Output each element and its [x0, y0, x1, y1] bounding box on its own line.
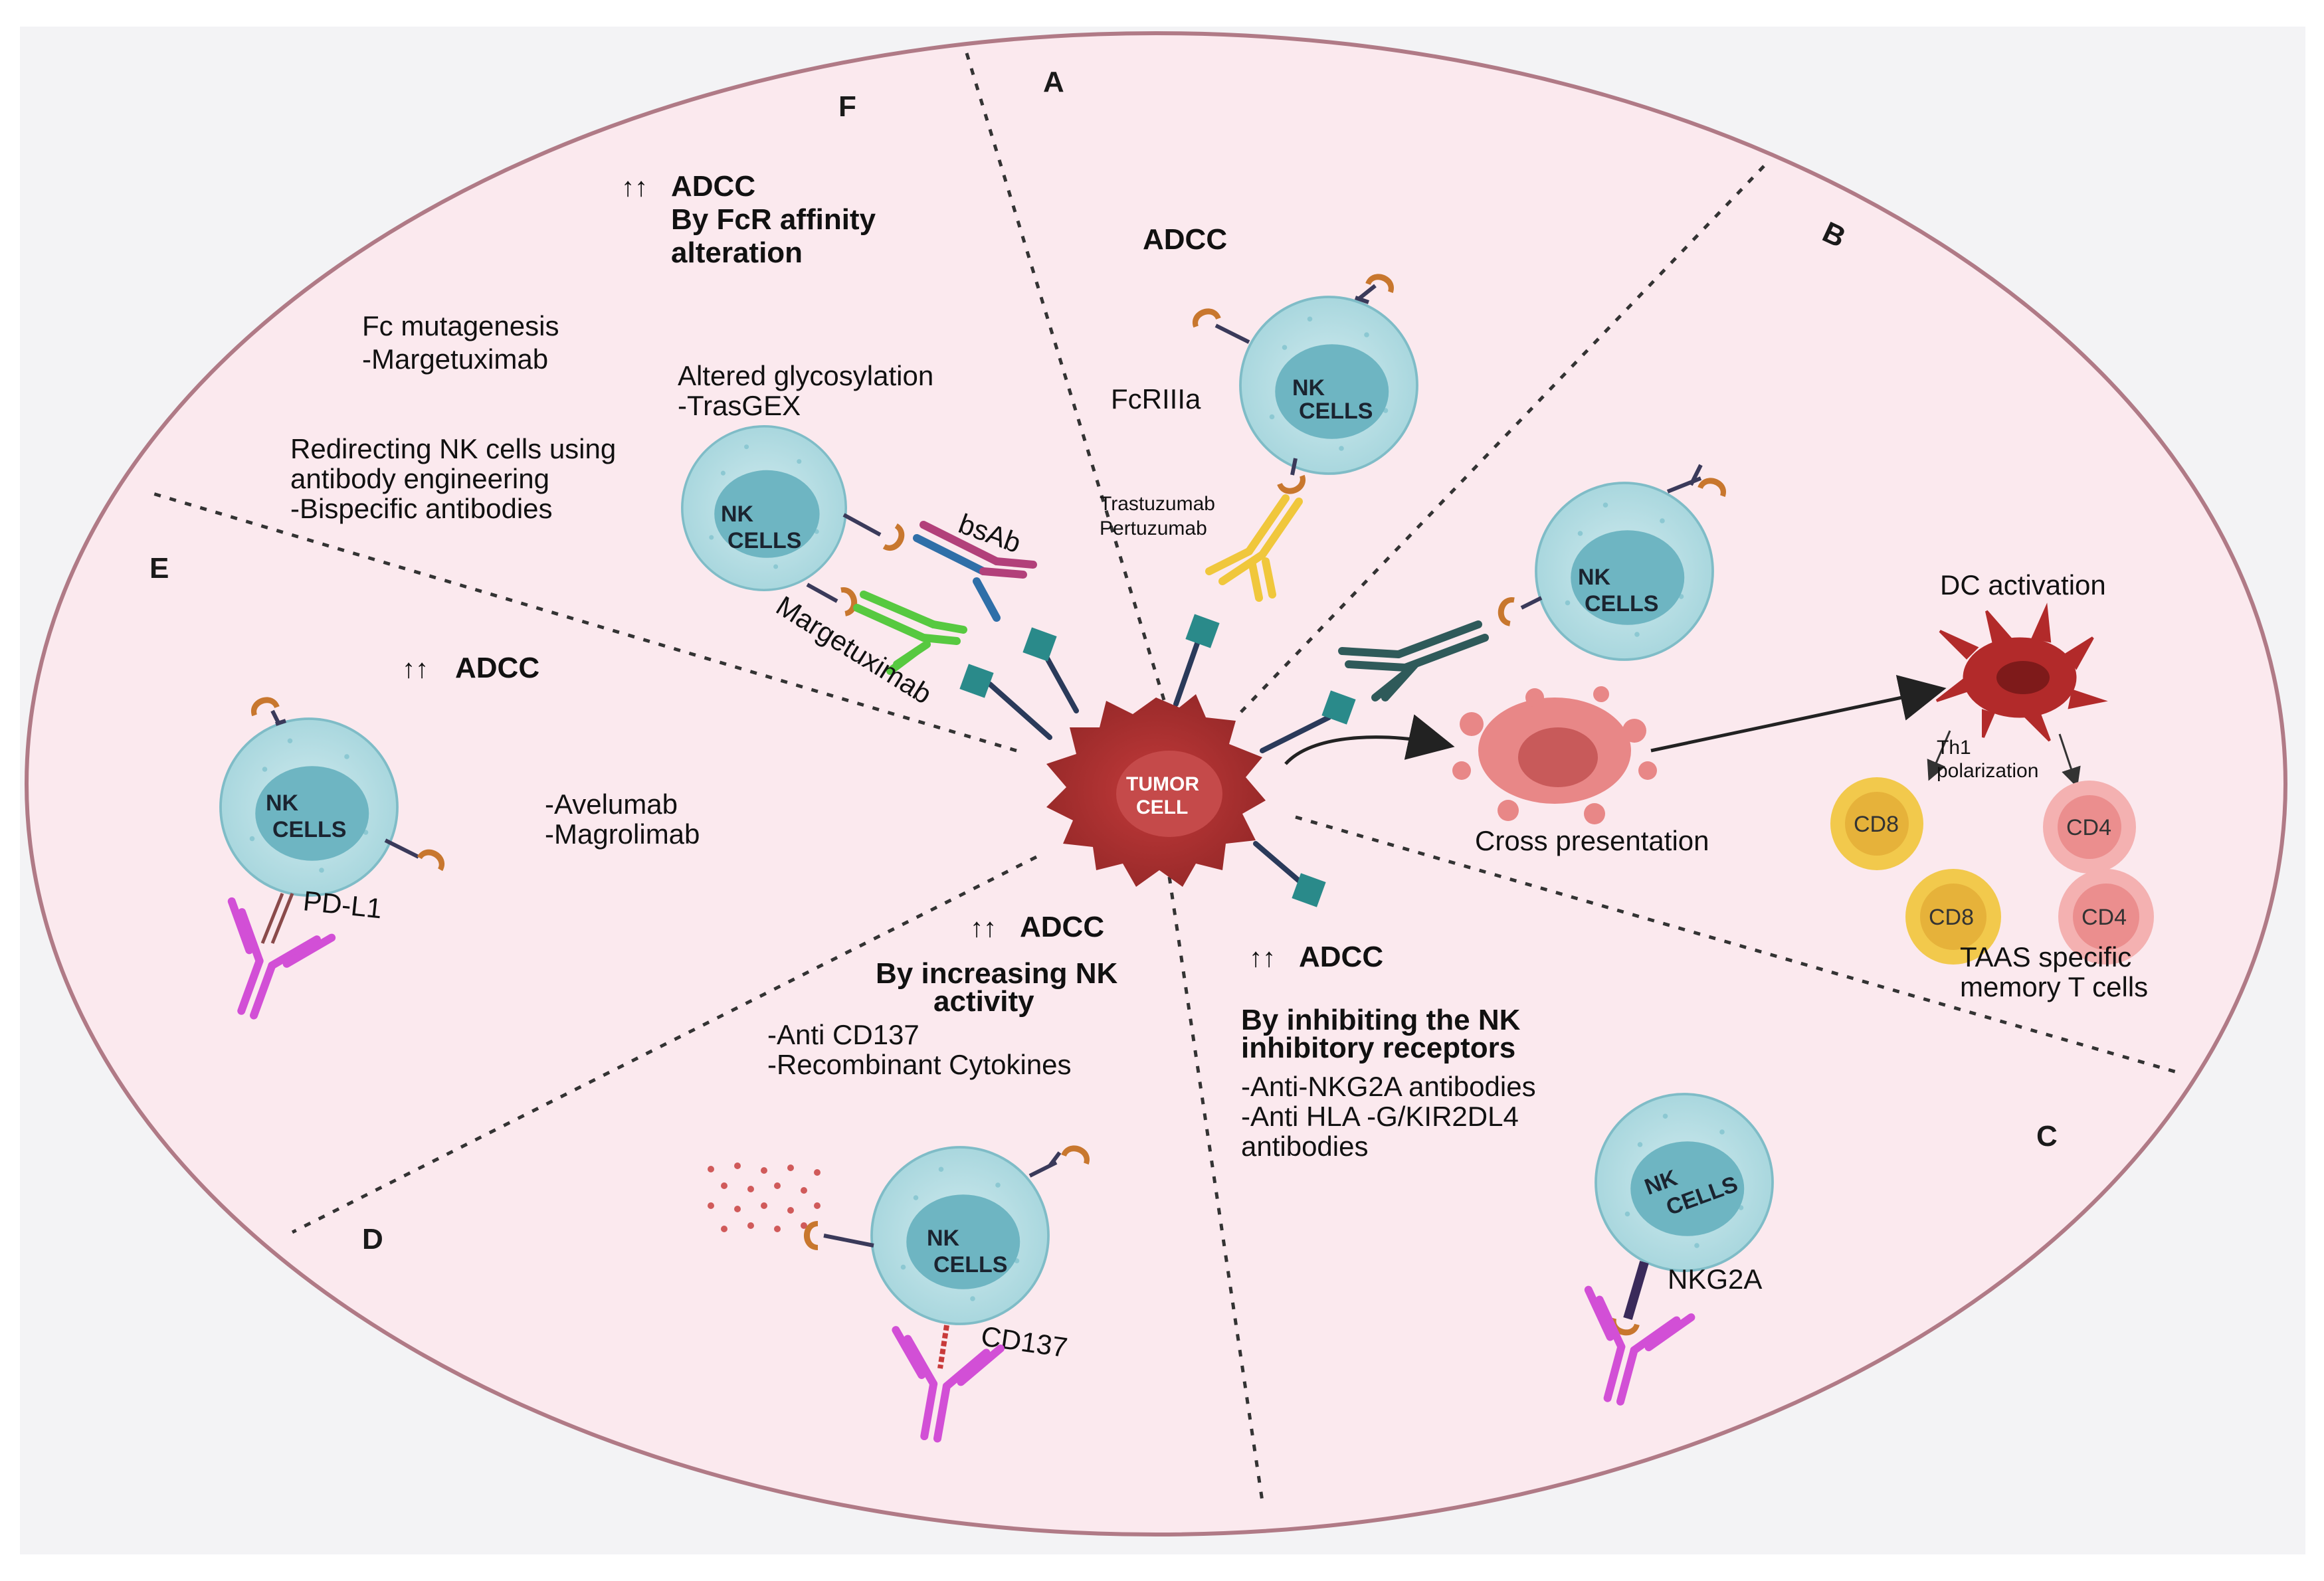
section-c-item-1: -Anti-NKG2A antibodies [1241, 1071, 1536, 1102]
nk-cell-b-label-2: CELLS [1585, 591, 1658, 616]
memory-t-label-1: TAAS specific [1960, 941, 2131, 973]
cd8-label-2: CD8 [1929, 905, 1974, 930]
section-c-arrows: ↑↑ [1249, 943, 1276, 973]
section-c-title: ADCC [1299, 941, 1383, 973]
section-label-e: E [149, 552, 169, 585]
section-f-arrows: ↑↑ [621, 173, 648, 202]
section-dividers [145, 52, 2180, 1502]
nk-cell-d-label-1: NK [927, 1226, 960, 1251]
memory-t-label-2: memory T cells [1960, 971, 2148, 1002]
nk-cell-f [681, 425, 847, 591]
cross-presentation-cell [1452, 686, 1657, 824]
section-d-item-2: -Recombinant Cytokines [767, 1049, 1072, 1080]
nk-cell-d-label-2: CELLS [933, 1252, 1007, 1277]
section-c-item-2: -Anti HLA -G/KIR2DL4 [1241, 1101, 1519, 1132]
cd8-cell-2 [1905, 869, 2001, 965]
nk-cell-d [870, 1146, 1050, 1325]
section-c-item-2b: antibodies [1241, 1131, 1368, 1162]
nkg2a-stalk [1623, 1261, 1649, 1320]
cd4-cell-2 [2058, 869, 2154, 965]
section-label-d: D [362, 1223, 383, 1256]
pd-l1-stalk [260, 893, 294, 944]
nk-cell-c [1595, 1093, 1774, 1272]
dark-antibody-b [1338, 620, 1489, 701]
section-f-title: ADCC [671, 170, 755, 203]
th1-label-2: polarization [1937, 760, 2038, 782]
section-label-a: A [1043, 66, 1064, 98]
section-label-f: F [838, 90, 856, 123]
section-c-subtitle-1: By inhibiting the NK [1241, 1004, 1521, 1036]
cd4-label-1: CD4 [2066, 815, 2111, 840]
cd4-cell-1 [2043, 781, 2136, 874]
section-e-title: ADCC [455, 652, 539, 684]
bispecific-antibody [913, 521, 1037, 622]
antigens [959, 614, 1356, 907]
section-f-fc-2: -Margetuximab [362, 343, 548, 375]
section-d-item-1: -Anti CD137 [767, 1019, 920, 1050]
arrow-tumor-to-cross [1284, 714, 1455, 765]
section-f-redirect-3: -Bispecific antibodies [290, 493, 553, 524]
section-d-subtitle-1: By increasing NK [876, 957, 1118, 990]
section-c-subtitle-2: inhibitory receptors [1241, 1032, 1515, 1064]
section-f-fc-1: Fc mutagenesis [362, 310, 559, 341]
nk-cell-a-label-2: CELLS [1299, 399, 1373, 424]
section-f-subtitle-2: alteration [671, 236, 803, 269]
cd8-cell-1 [1830, 777, 1923, 870]
nk-cell-b [1535, 482, 1714, 661]
section-d-arrows: ↑↑ [970, 913, 997, 943]
nkg2a-label: NKG2A [1668, 1263, 1762, 1295]
section-f-glyco-2: -TrasGEX [678, 390, 801, 421]
nk-cell-b-label-1: NK [1578, 565, 1611, 590]
section-a-drug-1: Trastuzumab [1100, 493, 1215, 515]
section-f-subtitle-1: By FcR affinity [671, 203, 876, 236]
dc-activation-label: DC activation [1940, 569, 2106, 601]
antigen-stalks [987, 635, 1331, 886]
arrow-cross-to-dc [1650, 675, 1947, 753]
section-a-receptor: FcRIIIa [1111, 383, 1201, 415]
nk-cell-e-label-2: CELLS [272, 817, 346, 842]
section-d-title: ADCC [1020, 911, 1104, 943]
tumor-cell [1046, 694, 1266, 887]
nk-cell-a-label-1: NK [1292, 375, 1325, 401]
nk-cell-f-label-1: NK [721, 502, 754, 527]
dendritic-cell [1935, 603, 2108, 742]
section-e-arrows: ↑↑ [402, 654, 429, 684]
cd4-label-2: CD4 [2082, 905, 2127, 930]
section-e-item-1: -Avelumab [545, 789, 678, 820]
section-f-redirect-1: Redirecting NK cells using [290, 433, 616, 464]
margetuximab-antibody [853, 591, 967, 675]
nk-cell-a [1239, 296, 1418, 475]
section-f-glyco-1: Altered glycosylation [678, 360, 933, 391]
th1-label-1: Th1 [1937, 737, 1971, 759]
tumor-cell-label-2: CELL [1136, 796, 1188, 818]
cross-presentation-label: Cross presentation [1475, 825, 1709, 856]
section-f-redirect-2: antibody engineering [290, 463, 549, 494]
tumor-cell-label-1: TUMOR [1126, 773, 1199, 795]
section-a-title: ADCC [1143, 223, 1227, 256]
cd8-label-1: CD8 [1854, 812, 1899, 837]
section-e-item-2: -Magrolimab [545, 818, 700, 850]
nk-cell-f-label-2: CELLS [727, 528, 801, 553]
section-a-drug-2: Pertuzumab [1100, 517, 1207, 539]
section-d-subtitle-2: activity [933, 985, 1034, 1018]
cd137-stalk [937, 1325, 949, 1369]
trastuzumab-antibody [1205, 494, 1303, 602]
nk-cell-e-label-1: NK [266, 790, 299, 816]
nk-cell-e [219, 717, 399, 897]
cytokine-dots [708, 1162, 821, 1232]
section-label-c: C [2036, 1120, 2058, 1153]
